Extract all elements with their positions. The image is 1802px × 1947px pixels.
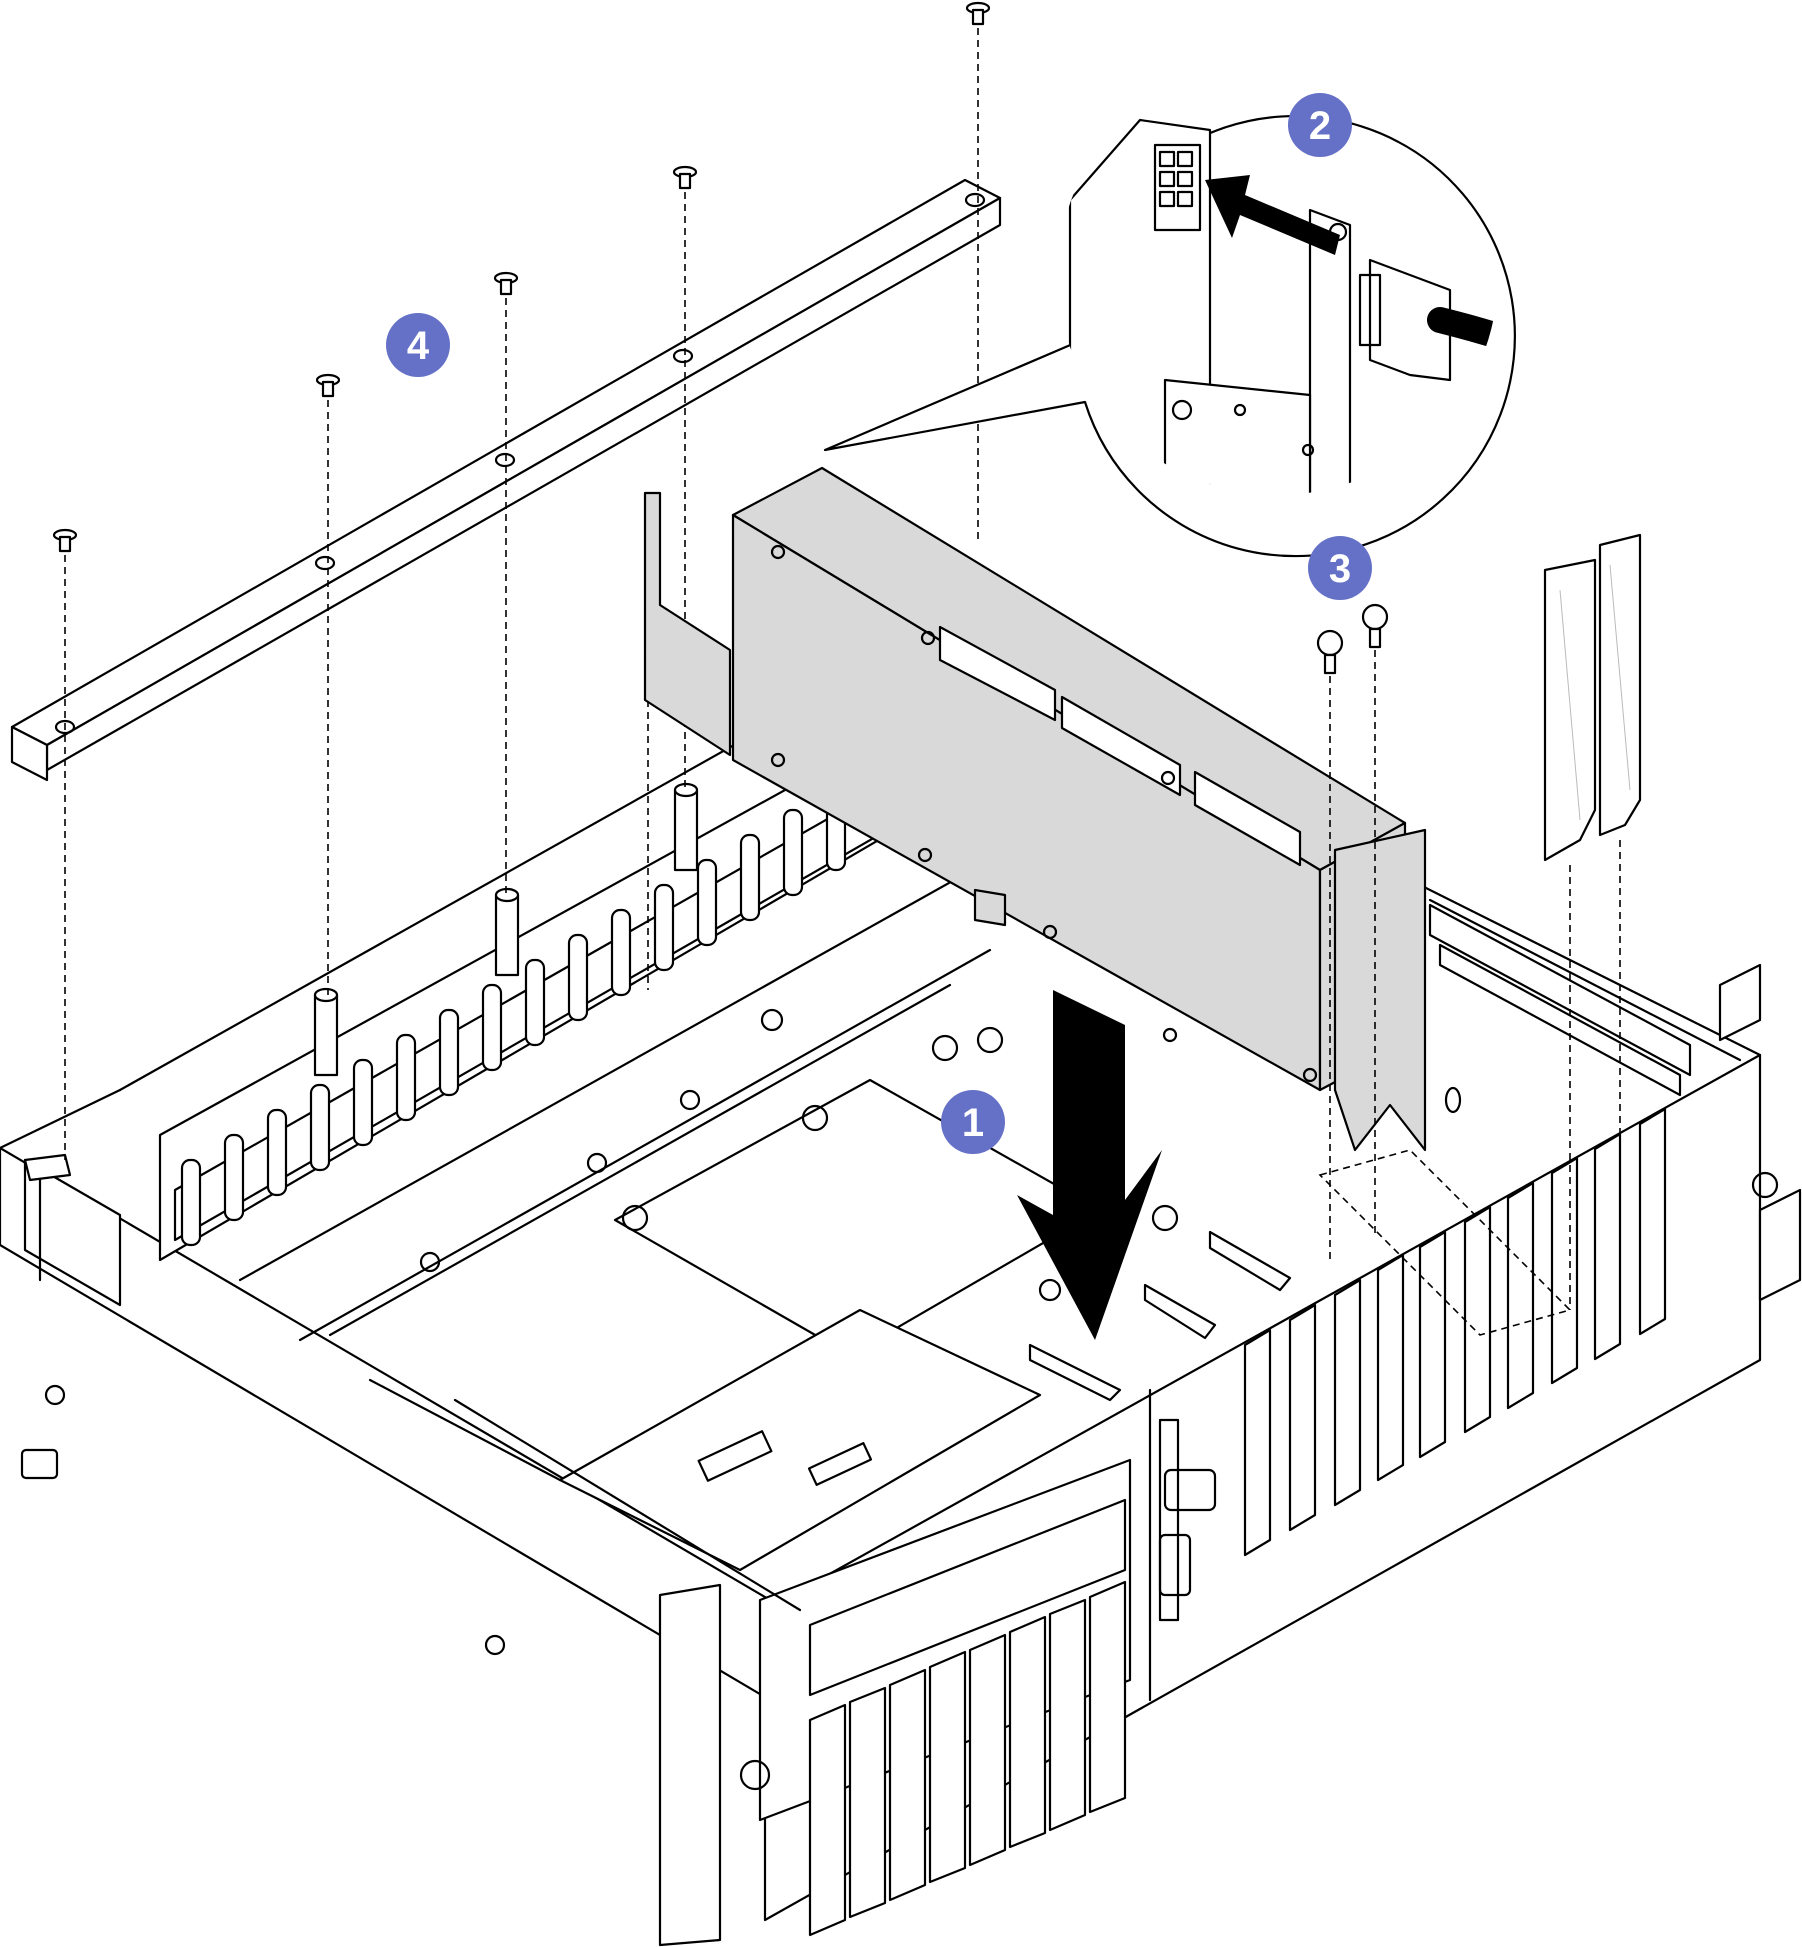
bracket-screws [52, 1, 991, 1160]
screw-icon [493, 271, 519, 296]
callout-1-label: 1 [962, 1101, 984, 1145]
bracket-standoffs [23, 782, 699, 1182]
screw-icon [1361, 603, 1389, 649]
server-chassis [0, 588, 1802, 1947]
left-arrow-icon [1205, 175, 1340, 255]
callout-1-circle [941, 1090, 1005, 1154]
wall-louvers [180, 783, 847, 1247]
callout-2: 2 [1288, 93, 1352, 157]
screw-icon [965, 1, 991, 26]
screw-icon [1316, 629, 1344, 675]
slot-fillers [1543, 533, 1642, 1310]
callout-3-circle [1308, 536, 1372, 600]
screw-icon [52, 528, 78, 553]
callout-4-label: 4 [407, 324, 430, 368]
screw-icon [315, 373, 341, 398]
callout-4: 4 [386, 313, 450, 377]
callout-1: 1 [941, 1090, 1005, 1154]
callout-2-label: 2 [1309, 104, 1331, 148]
down-arrow-icon [1017, 990, 1162, 1340]
drive-bays [808, 1580, 1127, 1937]
power-cable-detail-callout [823, 115, 1516, 558]
callout-3-label: 3 [1329, 547, 1351, 591]
callout-2-circle [1288, 93, 1352, 157]
gpu-adapter [643, 466, 1427, 1152]
callout-4-circle [386, 313, 450, 377]
fan-cage-wall [158, 708, 932, 1262]
slot-screws [1316, 603, 1572, 1336]
screw-icon [672, 165, 698, 190]
pcie-slot-openings [1243, 1107, 1667, 1557]
callout-3: 3 [1308, 536, 1372, 600]
gpu-support-bracket [10, 178, 1002, 782]
